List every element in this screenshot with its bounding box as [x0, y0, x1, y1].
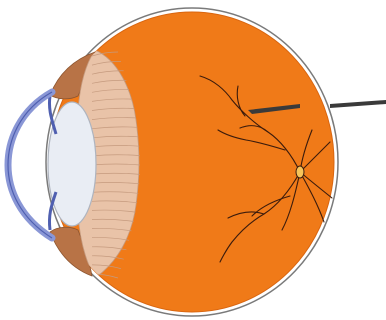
optic-disc	[296, 166, 304, 178]
lens	[48, 102, 96, 226]
needle-shaft-outer	[330, 100, 386, 108]
